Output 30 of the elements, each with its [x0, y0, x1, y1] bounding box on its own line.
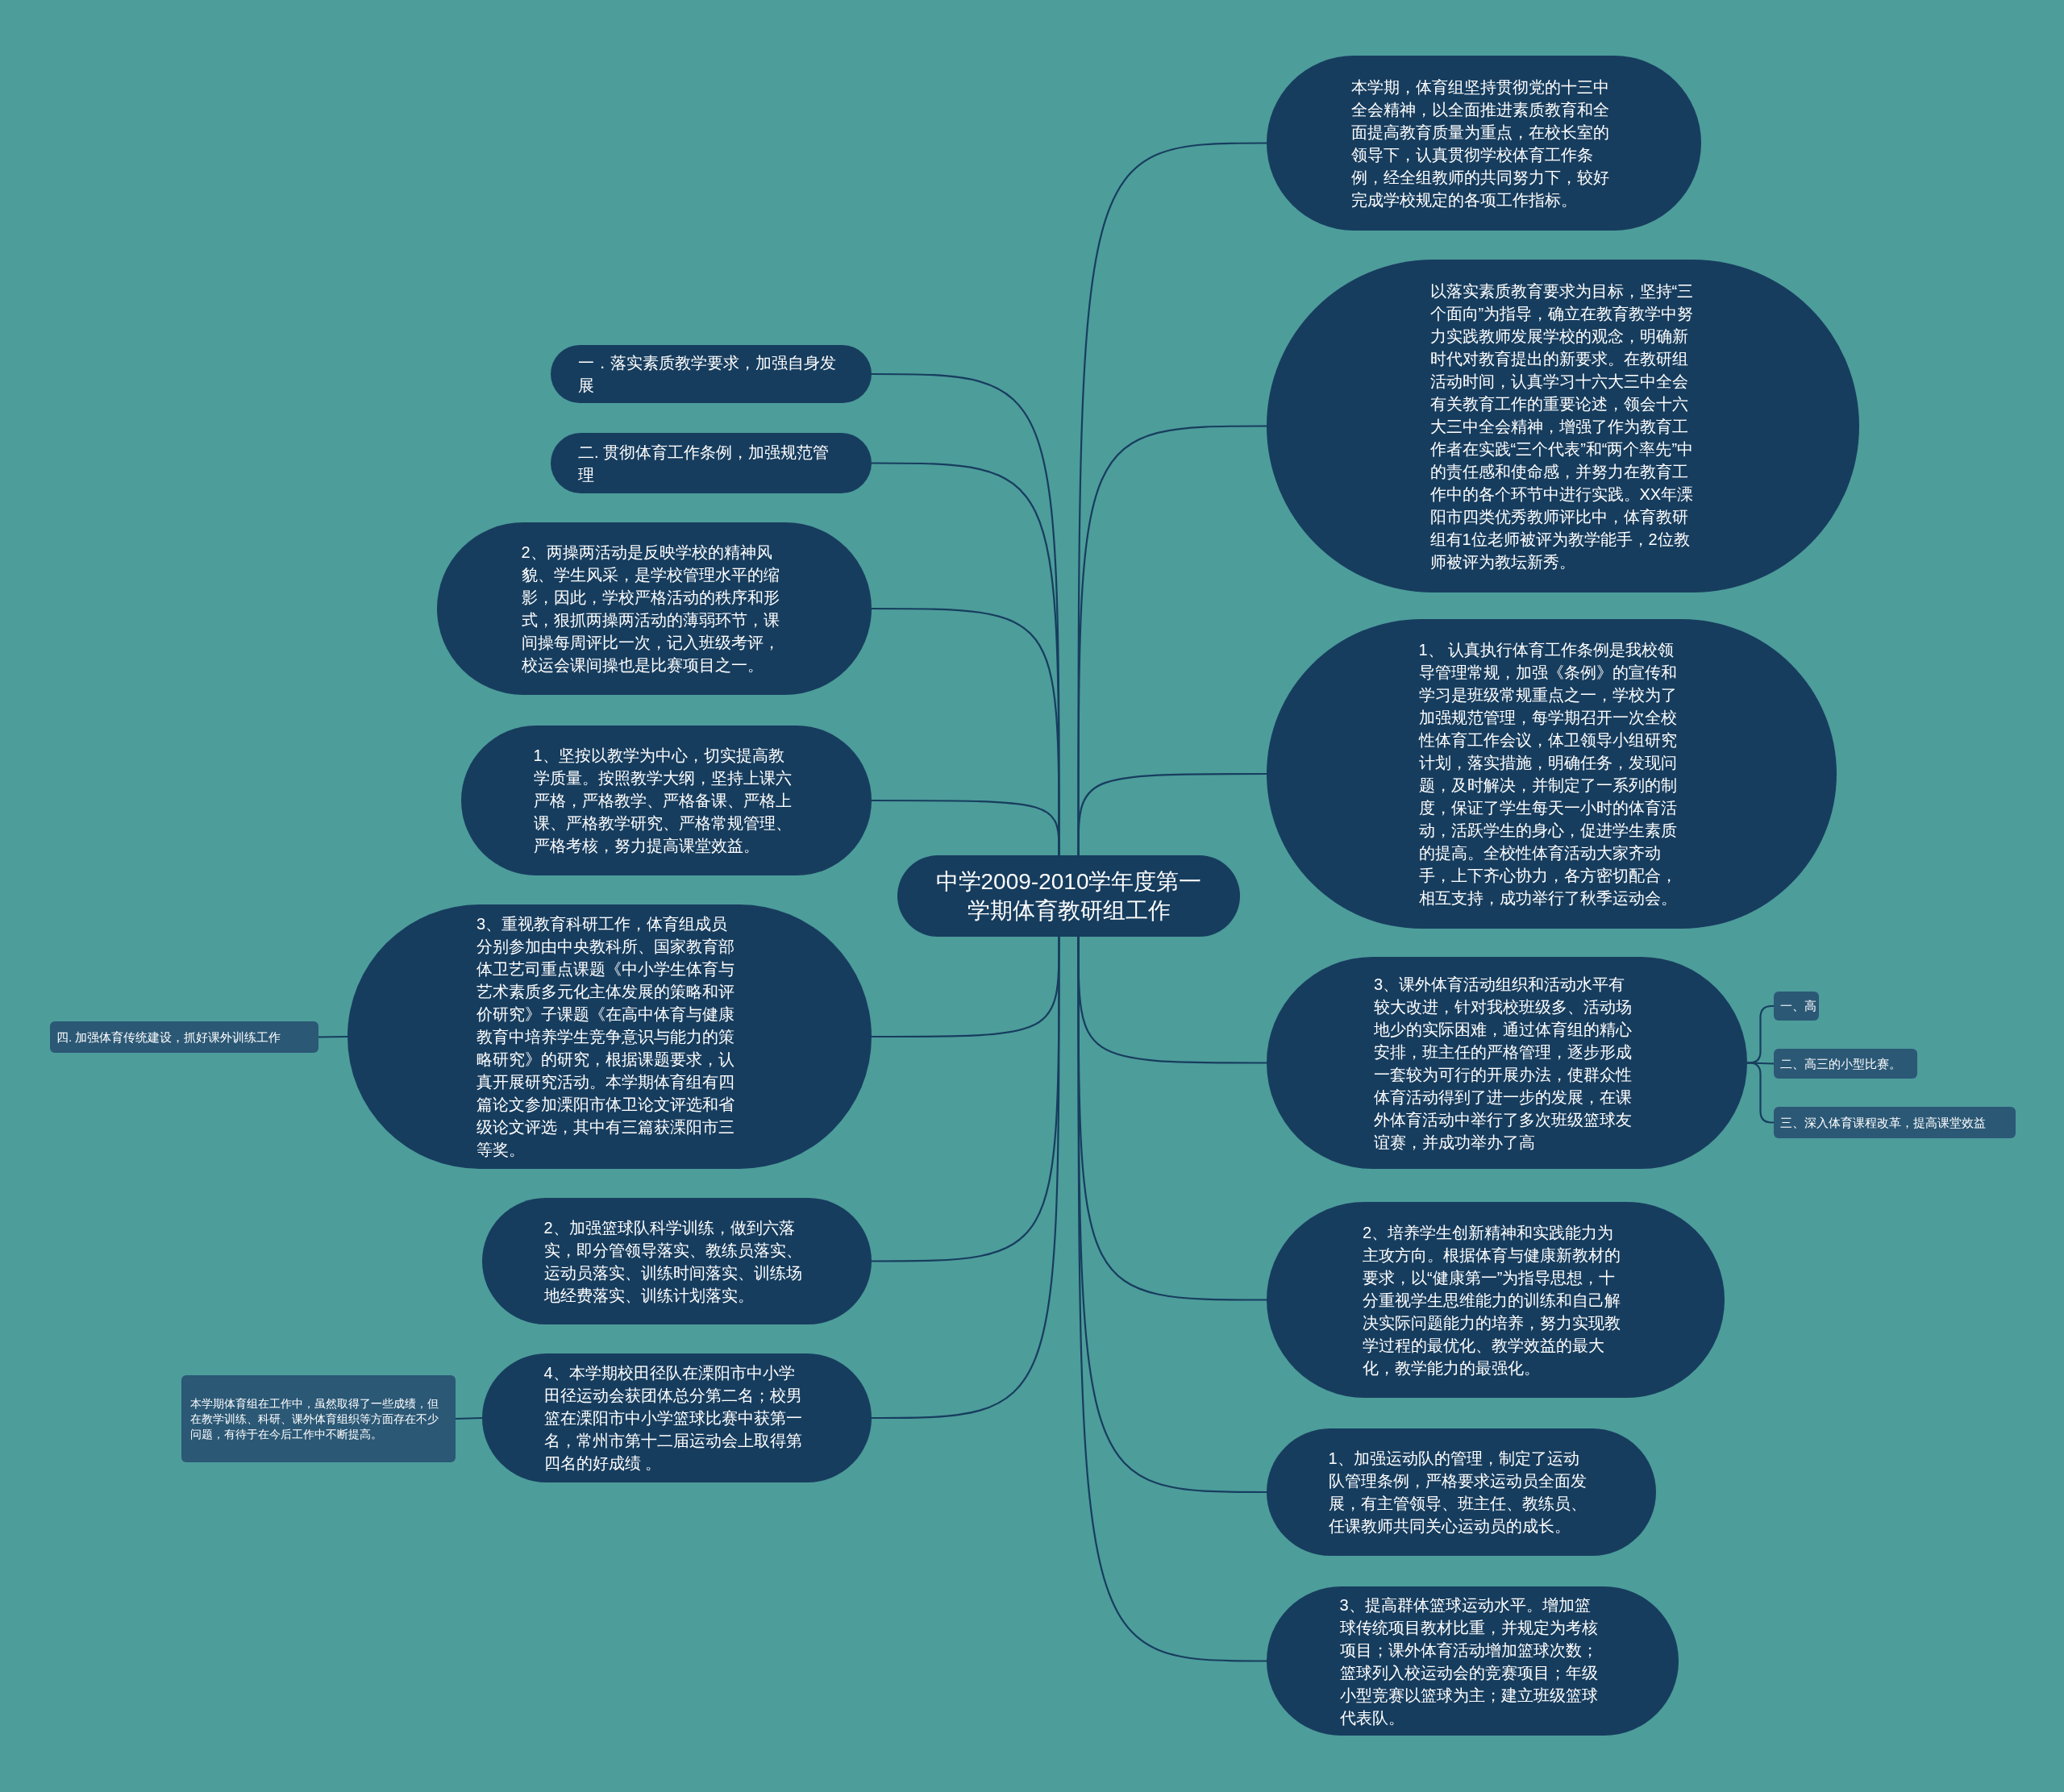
topic-text: 2、培养学生创新精神和实践能力为主攻方向。根据体育与健康新教材的要求，以“健康第一”为指导思想，十分重视学生思维能力的训练和自己解决实际问题能力的培养，努力实现教学过程的最优化、教学效益的最大化，教学能力的最强化。: [1363, 1222, 1621, 1378]
sub-topic-tag: [1774, 992, 1819, 1021]
connector-line: [872, 799, 1060, 855]
connector-line: [872, 937, 1060, 1420]
sub-topic-tag: [1774, 1107, 2016, 1138]
topic-text: 1、 认真执行体育工作条例是我校领导管理常规，加强《条例》的宣传和学习是班级常规重点之一，学校为了加强规范管理，每学期召开一次全校性体育工作会议，体卫领导小组研究计划，落实措施，明确任务，发现问题，及时解决，并制定了一系列的制度，保证了学生每天一小时的体育活动，活跃学生的身心，促进学生素质的提高。全校性体育活动大家齐动手，上下齐心协力，各方密切配合，相互支持，成功举行了秋季运动会。: [1418, 640, 1678, 908]
topic-text: 本学期体育组在工作中，虽然取得了一些成绩，但在教学训练、科研、课外体育组织等方面存在不少问题，有待于在今后工作中不断提高。: [190, 1396, 439, 1442]
connector-line: [318, 1035, 347, 1038]
topic-text: 二、高三的小型比赛。: [1780, 1055, 1901, 1072]
topic-text: 1、加强运动队的管理，制定了运动队管理条例，严格要求运动员全面发展，有主管领导、班主任、教练员、任课教师共同关心运动员的成长。: [1328, 1449, 1588, 1536]
connector-line: [1077, 772, 1267, 855]
topic-text: 1、坚按以教学为中心，切实提高教学质量。按照教学大纲，坚持上课六严格，严格教学、严格备课、严格上课、严格教学研究、严格常规管理、严格考核，努力提高课堂效益。: [533, 746, 793, 856]
topic-text: 4、本学期校田径队在溧阳市中小学田径运动会获团体总分第二名；校男篮在溧阳市中小学篮球比赛中获第一名，常州市第十二届运动会上取得第四名的好成绩 。: [543, 1363, 803, 1474]
topic-text: 一、高: [1780, 998, 1816, 1014]
topic-text: 二. 贯彻体育工作条例，加强规范管理: [578, 442, 830, 485]
topic-text: 四. 加强体育传统建设，抓好课外训练工作: [56, 1029, 281, 1046]
sub-topic-tag: [50, 1021, 318, 1053]
topic-text: 中学2009-2010学年度第一学期体育教研组工作: [934, 867, 1203, 925]
topic-text: 2、两操两活动是反映学校的精神风貌、学生风采，是学校管理水平的缩影，因此，学校严格活动的秩序和形式，狠抓两操两活动的薄弱环节，课间操每周评比一次，记入班级考评，校运会课间操也是比赛项目之一。: [521, 543, 780, 676]
sub-topic-tag: [181, 1375, 456, 1462]
topic-text: 三、深入体育课程改革，提高课堂效益: [1780, 1114, 1986, 1131]
topic-text: 本学期，体育组坚持贯彻党的十三中全会精神，以全面推进素质教育和全面提高教育质量为重点，在校长室的领导下，认真贯彻学校体育工作条例，经全组教师的共同努力下，较好完成学校规定的各项工作指标。: [1350, 77, 1610, 210]
topic-text: 3、课外体育活动组织和活动水平有较大改进，针对我校班级多、活动场地少的实际困难，通过体育组的精心安排，班主任的严格管理，逐步形成一套较为可行的开展办法，使群众性体育活动得到了进一步的发展，在课外体育活动中举行了多次班级篮球友谊赛，并成功举办了高: [1374, 974, 1633, 1153]
topic-text: 以落实素质教育要求为目标，坚持“三个面向”为指导，确立在教育教学中努力实践教师发展学校的观念，明确新时代对教育提出的新要求。在教研组活动时间，认真学习十六大三中全会有关教育工作的重要论述，领会十六大三中全会精神，增强了作为教育工作者在实践“三个代表”和“两个率先”中的责任感和使命感，并努力在教育工作中的各个环节中进行实践。XX年溧阳市四类优秀教师评比中，体育教研组有1位老师被评为教学能手，2位教师被评为教坛新秀。: [1429, 281, 1695, 572]
connector-line: [455, 1416, 483, 1420]
sub-topic-tag: [1774, 1049, 1917, 1079]
topic-text: 3、提高群体篮球运动水平。增加篮球传统项目教材比重，并规定为考核项目；课外体育活动增加篮球次数；篮球列入校运动会的竞赛项目；年级小型竞赛以篮球为主；建立班级篮球代表队。: [1339, 1595, 1599, 1728]
topic-text: 3、重视教育科研工作，体育组成员分别参加由中央教科所、国家教育部体卫艺司重点课题《中小学生体育与艺术素质多元化主体发展的策略和评价研究》子课题《在高中体育与健康教育中培养学生竞争意识与能力的策略研究》的研究，根据课题要求，认真开展研究活动。本学期体育组有四篇论文参加溧阳市体卫论文评选和省级论文评选，其中有三篇获溧阳市三等奖。: [476, 914, 735, 1160]
topic-text: 一．落实素质教学要求，加强自身发展: [578, 353, 837, 396]
topic-text: 2、加强篮球队科学训练，做到六落实，即分管领导落实、教练员落实、运动员落实、训练时间落实、训练场地经费落实、训练计划落实。: [543, 1217, 803, 1306]
